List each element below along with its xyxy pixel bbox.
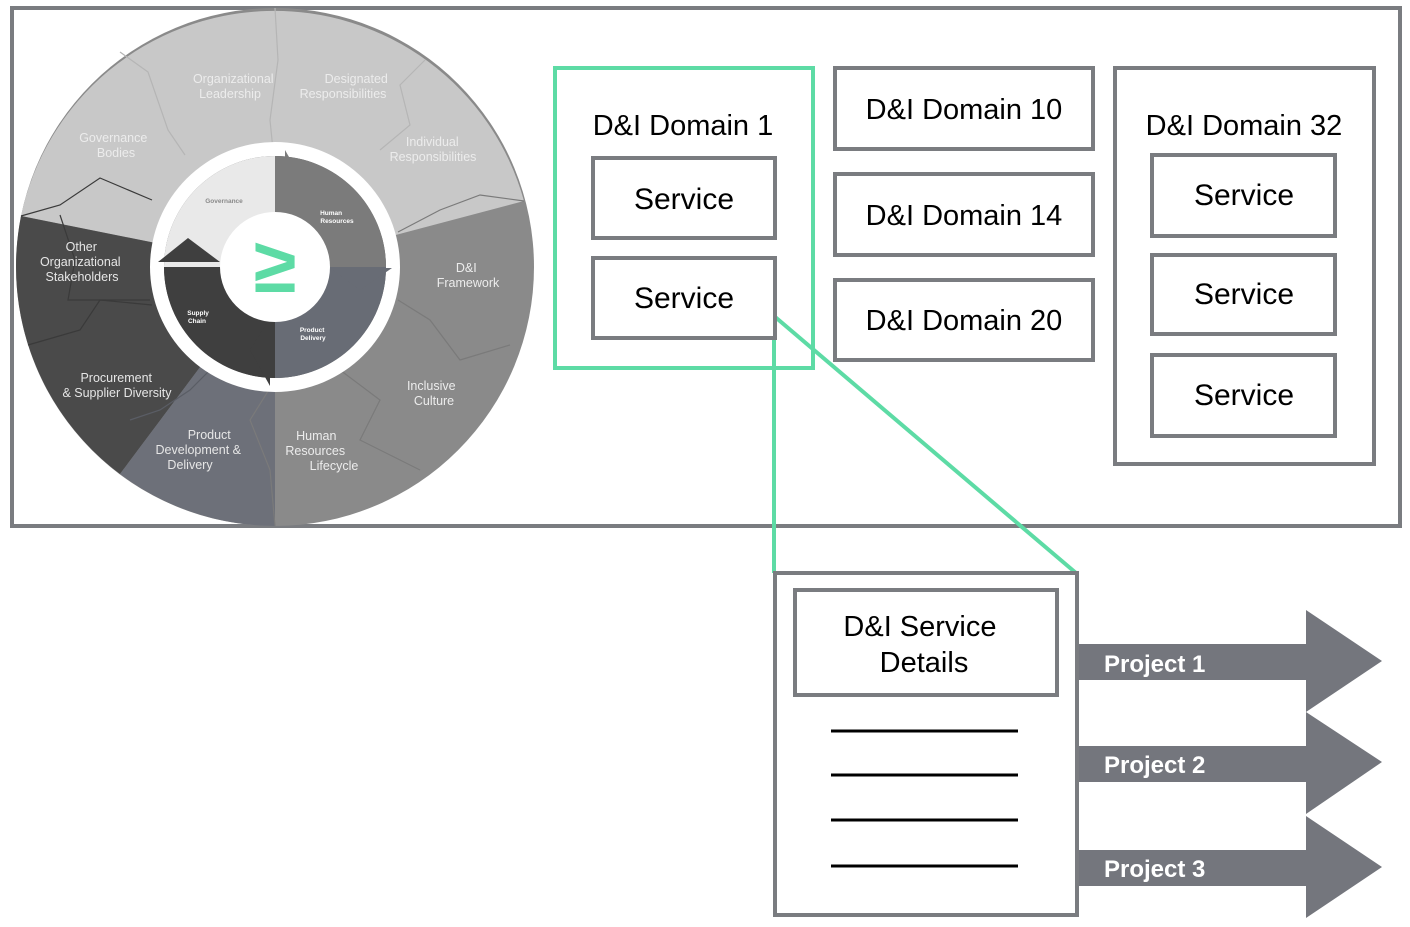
domain-1-service-1[interactable]: Service: [591, 156, 777, 240]
domain-1-box[interactable]: D&I Domain 1 Service Service: [553, 66, 815, 370]
domain-32-service-1[interactable]: Service: [1150, 153, 1337, 238]
inner-arrow-3: [250, 318, 270, 386]
inner-arrow-4: [158, 238, 220, 262]
label-organizational-leadership-2: Leadership: [199, 87, 261, 101]
label-individual-responsibilities: Individual: [406, 135, 459, 149]
project-2-arrow[interactable]: Project 2: [1076, 712, 1382, 814]
center-logo: ≥: [254, 221, 297, 309]
svg-text:Human Resources Li: Human Resources Lifecycle: [285, 429, 358, 473]
service-label: Service: [1194, 179, 1294, 212]
svg-text:D&I Framework: D&I Framework: [437, 261, 500, 290]
domain-14-title: D&I Domain 14: [866, 200, 1063, 232]
label-hr-lifecycle-2: Resources: [285, 444, 345, 458]
project-1-arrow[interactable]: Project 1: [1076, 610, 1382, 712]
inner-label-product-delivery-2: Delivery: [300, 335, 326, 342]
label-inclusive-culture-2: Culture: [414, 394, 454, 408]
inner-arrow-1: [285, 150, 305, 215]
label-di-framework: D&I: [456, 261, 477, 275]
domain-10-title: D&I Domain 10: [866, 94, 1063, 126]
domain-20-box[interactable]: D&I Domain 20: [833, 278, 1095, 362]
project-3-label: Project 3: [1104, 856, 1205, 883]
domain-1-title: D&I Domain 1: [593, 110, 774, 142]
svg-text:Product Development &: Product Development & Delivery: [156, 428, 245, 472]
label-procurement: Procurement: [80, 371, 152, 385]
label-governance-bodies: Governance: [79, 131, 147, 145]
svg-text:Other Organizational: Other Organizational Stakeholders: [40, 240, 124, 284]
svg-text:Human Resources: Human Resources: [320, 210, 354, 225]
domain-32-service-2[interactable]: Service: [1150, 253, 1337, 336]
label-product-development-2: Development &: [156, 443, 242, 457]
service-details-title-line-1: D&I Service: [843, 611, 996, 643]
domain-32-service-3[interactable]: Service: [1150, 353, 1337, 438]
service-label: Service: [634, 183, 734, 216]
label-inclusive-culture: Inclusive: [407, 379, 456, 393]
label-hr-lifecycle: Human: [296, 429, 336, 443]
domain-14-box[interactable]: D&I Domain 14: [833, 172, 1095, 257]
svg-text:Product Delivery: Product Delivery: [300, 327, 326, 342]
label-governance-bodies-2: Bodies: [97, 146, 135, 160]
inner-label-human-resources: Human: [320, 210, 342, 217]
project-arrows: Project 1 Project 2 Project 3: [1076, 610, 1382, 918]
svg-text:Procurement & Supplier D: Procurement & Supplier Diversity: [62, 371, 172, 400]
label-hr-lifecycle-3: Lifecycle: [310, 459, 359, 473]
label-product-development: Product: [188, 428, 232, 442]
inner-arrow-2: [330, 268, 392, 290]
inner-label-supply-chain-2: Chain: [188, 318, 206, 325]
service-details-header: [793, 588, 1059, 697]
label-other-stakeholders: Other: [66, 240, 97, 254]
svg-text:Inclusive Culture: Inclusive Culture: [407, 379, 459, 408]
service-label: Service: [1194, 379, 1294, 412]
service-label: Service: [634, 282, 734, 315]
label-other-stakeholders-2: Organizational: [40, 255, 121, 269]
project-3-arrow[interactable]: Project 3: [1076, 816, 1382, 918]
service-details-title-line-2: Details: [880, 647, 969, 679]
svg-text:Designated Responsibilit: Designated Responsibilities: [300, 72, 392, 101]
service-details-panel[interactable]: D&I Service Details: [773, 571, 1079, 917]
label-individual-responsibilities-2: Responsibilities: [390, 150, 477, 164]
label-di-framework-2: Framework: [437, 276, 500, 290]
label-product-development-3: Delivery: [167, 458, 213, 472]
inner-label-product-delivery: Product: [300, 327, 325, 334]
svg-text:Governance Bodies: Governance Bodies: [79, 131, 151, 160]
inner-label-supply-chain: Supply: [187, 310, 209, 317]
label-designated-responsibilities-2: Responsibilities: [300, 87, 387, 101]
label-other-stakeholders-3: Stakeholders: [46, 270, 119, 284]
label-organizational-leadership: Organizational: [193, 72, 274, 86]
domain-32-box[interactable]: D&I Domain 32 Service Service Service: [1113, 66, 1376, 466]
svg-text:Individual Responsibilit: Individual Responsibilities: [390, 135, 477, 164]
zoom-connector: [772, 314, 1078, 575]
di-wheel: ≥ Organizational Leadership Designated R…: [16, 7, 534, 527]
service-label: Service: [1194, 278, 1294, 311]
domain-32-title: D&I Domain 32: [1146, 110, 1343, 142]
label-designated-responsibilities: Designated: [325, 72, 388, 86]
svg-text:Supply Chain: Supply Chain: [187, 310, 210, 325]
domain-10-box[interactable]: D&I Domain 10: [833, 66, 1095, 151]
inner-label-governance: Governance: [205, 198, 243, 205]
service-details-title: D&I Service Details: [843, 611, 1004, 679]
project-1-label: Project 1: [1104, 651, 1205, 678]
label-procurement-2: & Supplier Diversity: [62, 386, 172, 400]
svg-text:Organizational Leadershi: Organizational Leadership: [193, 72, 277, 101]
main-frame: [10, 6, 1402, 528]
svg-text:Governance: Governance: [205, 198, 243, 205]
project-2-label: Project 2: [1104, 752, 1205, 779]
wheel-region-leadership: [21, 10, 524, 267]
domain-20-title: D&I Domain 20: [866, 305, 1063, 337]
inner-label-human-resources-2: Resources: [320, 218, 354, 225]
domain-1-service-2[interactable]: Service: [591, 256, 777, 340]
